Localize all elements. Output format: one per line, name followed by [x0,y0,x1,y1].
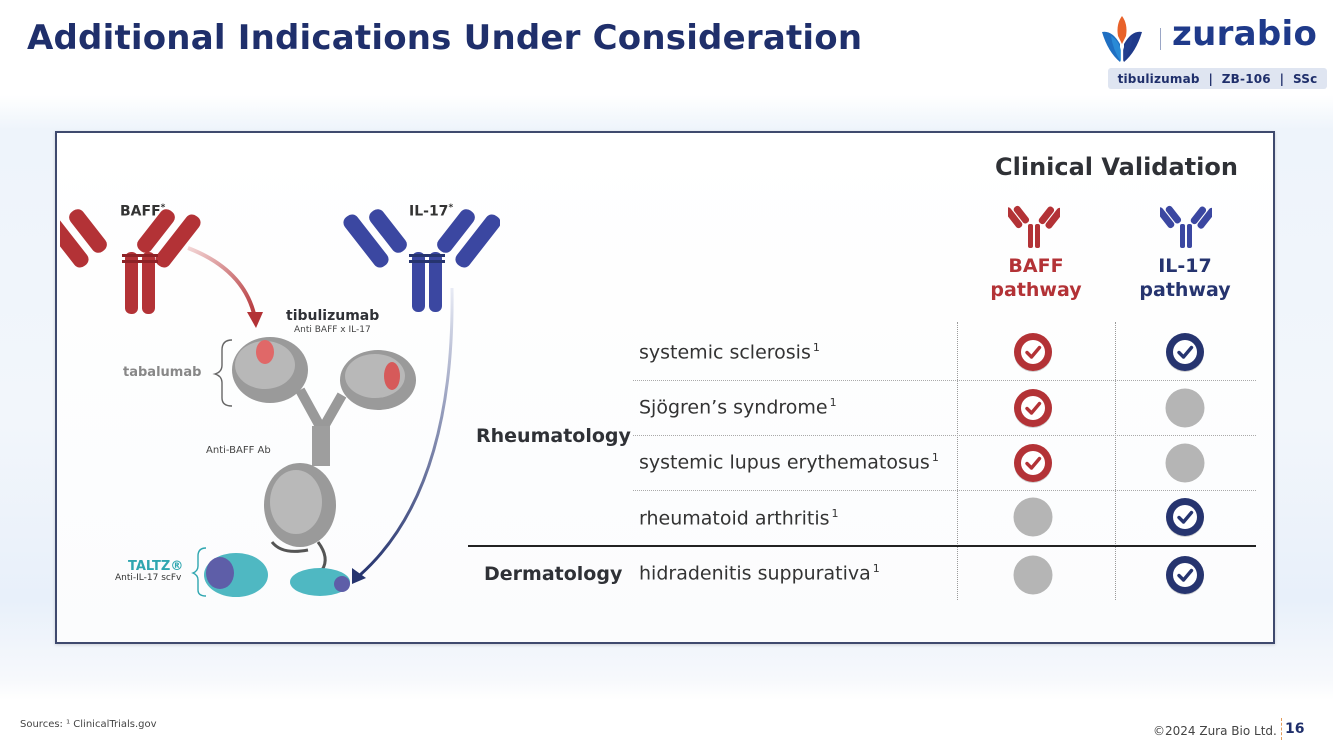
baff-check-icon [1014,333,1052,372]
il17-label: IL-17* [409,203,454,220]
baff-antibody-icon [60,209,201,314]
baff-pathway-antibody-icon [1008,205,1060,248]
category-dermatology: Dermatology [484,563,623,585]
baff-check-icon [1014,444,1052,483]
copyright: ©2024 Zura Bio Ltd. [1153,724,1277,738]
taltz-label: TALTZ® [128,559,184,574]
il17-empty-dot-icon [1165,443,1205,483]
baff-empty-dot-icon [1013,497,1053,537]
row-divider [633,490,1256,491]
il17-pathway-antibody-icon [1160,205,1212,248]
brand-name: zurabio [1172,14,1318,54]
clinical-validation-title: Clinical Validation [995,153,1238,181]
il17-check-icon [1166,498,1204,537]
mechanism-diagram [60,209,500,597]
category-divider [468,545,1256,547]
il17-empty-dot-icon [1165,388,1205,428]
logo-divider [1160,28,1161,50]
tabalumab-label: tabalumab [123,365,202,380]
product-tag: tibulizumab | ZB-106 | SSc [1108,68,1327,89]
column-divider [1115,322,1116,600]
sources-footnote: Sources: ¹ ClinicalTrials.gov [20,719,157,730]
anti-baff-label: Anti-BAFF Ab [206,445,271,456]
baff-empty-dot-icon [1013,555,1053,595]
tibulizumab-molecule-icon [204,337,416,597]
baff-label: BAFF* [120,203,166,220]
page-title: Additional Indications Under Considerati… [27,18,863,58]
page-number: 16 [1285,721,1305,737]
tibulizumab-sublabel: Anti BAFF x IL-17 [294,325,371,335]
zurabio-logo-icon [1102,16,1142,62]
il17-check-icon [1166,333,1204,372]
il17-check-icon [1166,556,1204,595]
taltz-sublabel: Anti-IL-17 scFv [115,573,182,583]
column-divider [957,322,958,600]
il17-antibody-icon [343,209,500,312]
row-divider [633,380,1256,381]
row-divider [633,435,1256,436]
baff-check-icon [1014,389,1052,428]
category-rheumatology: Rheumatology [476,425,631,447]
page-divider [1281,718,1282,740]
tibulizumab-label: tibulizumab [286,308,380,324]
